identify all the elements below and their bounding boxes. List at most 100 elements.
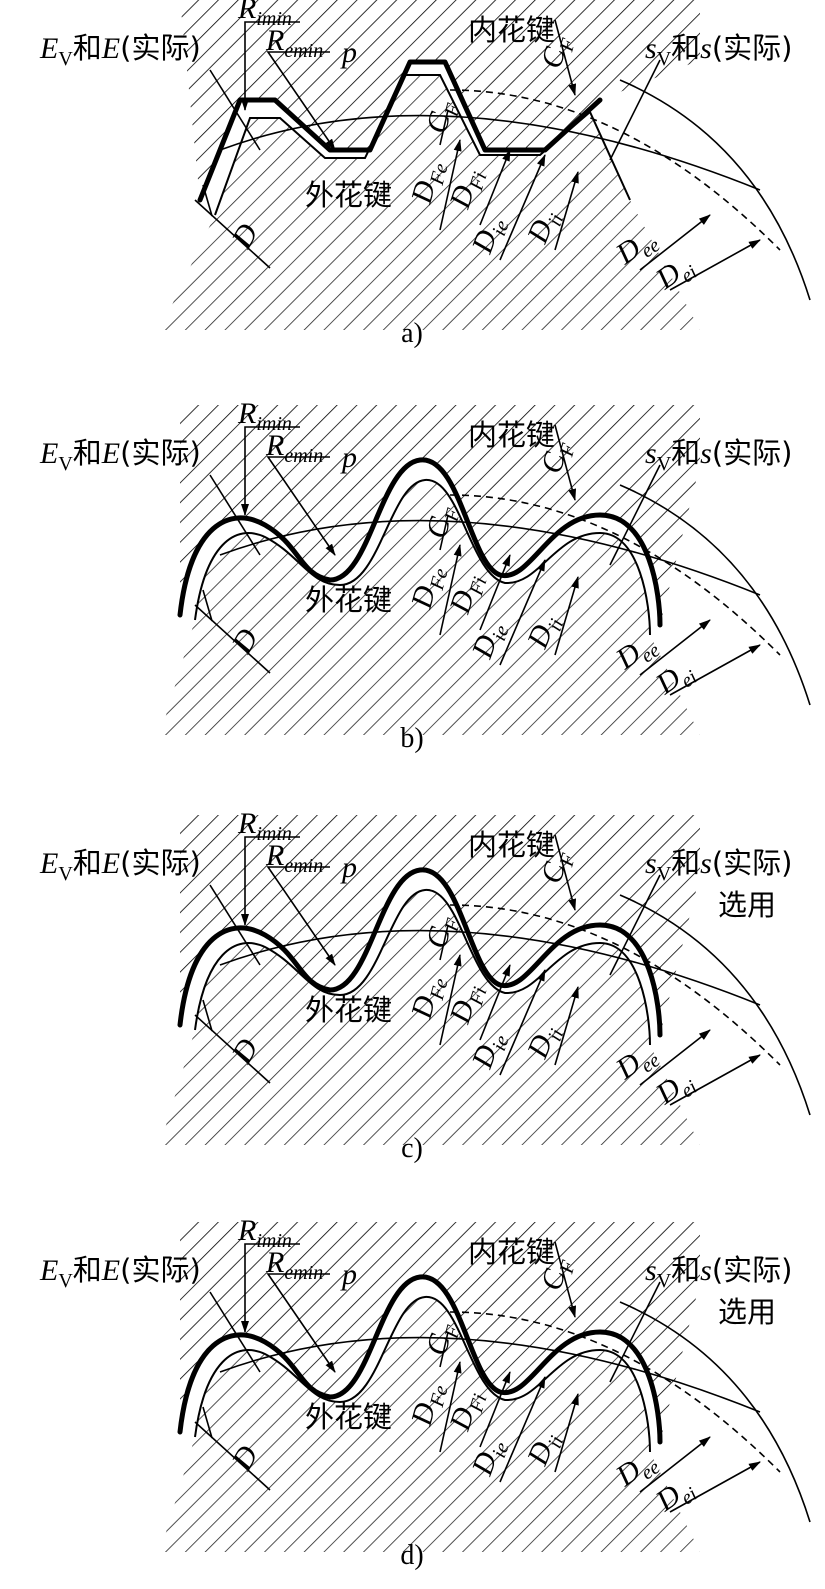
d-ei-leader	[669, 1054, 761, 1106]
sv-leader	[609, 1281, 661, 1383]
external-spline-hatch	[160, 1296, 700, 1552]
r-emin-label: Remin	[265, 24, 323, 62]
external-spline-profile	[214, 74, 631, 216]
panel-caption: c)	[401, 1133, 423, 1164]
internal-spline-profile	[177, 1274, 663, 1445]
pitch-p-label: p	[340, 1258, 357, 1291]
outer-circle-arc	[619, 79, 811, 301]
pitch-p-label: p	[340, 851, 357, 884]
cf-top-leader	[554, 1241, 577, 1318]
pitch-circle-arc	[219, 114, 761, 191]
r-imin-leader	[241, 1243, 300, 1333]
ev-leader	[209, 884, 261, 966]
d-ei-leader	[669, 239, 761, 291]
d-ee-leader	[639, 1029, 711, 1086]
form-circle-arc	[449, 89, 781, 251]
r-emin-label: Remin	[265, 1246, 323, 1284]
cf-top-leader	[554, 834, 577, 911]
sv-leader	[609, 59, 661, 161]
d-dimension-line	[194, 1421, 271, 1491]
d-ii-leader	[554, 1393, 579, 1473]
outer-circle-arc	[619, 894, 811, 1116]
d-fi-leader	[479, 149, 511, 226]
pitch-p-label: p	[340, 36, 357, 69]
d-ie-leader	[499, 969, 546, 1076]
d-ei-leader	[669, 1461, 761, 1513]
d-fe-leader	[439, 139, 462, 231]
ev-leader	[209, 474, 261, 556]
d-fe-leader	[439, 544, 462, 636]
d-ii-leader	[554, 986, 579, 1066]
outer-circle-arc	[619, 484, 811, 706]
d-fe-leader	[439, 954, 462, 1046]
external-spline-hatch	[160, 75, 700, 330]
internal-spline-label: 内花键	[468, 828, 555, 862]
r-emin-leader	[266, 51, 336, 151]
cf-inner-leader	[439, 514, 449, 551]
form-circle-arc	[449, 1311, 781, 1473]
selected-label: 选用	[718, 888, 776, 922]
d-dimension-line	[194, 1014, 271, 1084]
r-imin-label: Rimin	[237, 1214, 292, 1252]
external-spline-hatch	[160, 479, 700, 735]
d-ii-leader	[554, 576, 579, 656]
internal-spline-profile	[177, 867, 663, 1038]
panel-caption: a)	[401, 318, 423, 349]
internal-spline-profile	[177, 457, 663, 628]
ev-e-actual-label: EV和E(实际)	[39, 436, 201, 475]
d-ie-leader	[499, 559, 546, 666]
r-imin-leader	[241, 836, 300, 926]
external-spline-profile	[194, 888, 651, 1046]
d-ee-leader	[639, 619, 711, 676]
internal-spline-label: 内花键	[468, 418, 555, 452]
d-tick	[202, 1406, 213, 1439]
r-imin-leader	[241, 426, 300, 516]
panel-caption: d)	[400, 1540, 423, 1571]
d-tick	[202, 589, 213, 622]
r-emin-leader	[266, 1273, 336, 1373]
ev-leader	[209, 69, 261, 151]
d-ee-leader	[639, 1436, 711, 1493]
pitch-circle-arc	[219, 1336, 761, 1413]
d-fi-leader	[479, 1371, 511, 1448]
internal-spline-hatch	[180, 0, 700, 200]
pitch-p-label: p	[340, 441, 357, 474]
sv-s-actual-label: sV和s(实际)	[645, 31, 792, 70]
r-imin-label: Rimin	[237, 807, 292, 845]
d-dimension-line	[194, 604, 271, 674]
ev-e-actual-label: EV和E(实际)	[39, 31, 201, 70]
panel-caption: b)	[400, 723, 423, 754]
form-circle-arc	[449, 904, 781, 1066]
selected-label: 选用	[718, 1295, 776, 1329]
sv-leader	[609, 874, 661, 976]
external-spline-profile	[194, 1295, 651, 1453]
r-emin-label: Remin	[265, 429, 323, 467]
external-spline-label: 外花键	[305, 583, 392, 617]
external-spline-hatch	[160, 889, 700, 1145]
pitch-circle-arc	[219, 929, 761, 1006]
cf-inner-leader	[439, 109, 449, 146]
d-tick	[202, 999, 213, 1032]
ev-e-actual-label: EV和E(实际)	[39, 1253, 201, 1292]
r-emin-leader	[266, 456, 336, 556]
r-imin-label: Rimin	[237, 397, 292, 435]
d-tick	[202, 184, 213, 217]
ev-e-actual-label: EV和E(实际)	[39, 846, 201, 885]
sv-leader	[609, 464, 661, 566]
d-ei-leader	[669, 644, 761, 696]
sv-s-actual-label: sV和s(实际)	[645, 1253, 792, 1292]
ev-leader	[209, 1291, 261, 1373]
internal-spline-label: 内花键	[468, 13, 555, 47]
r-emin-label: Remin	[265, 839, 323, 877]
d-fi-leader	[479, 554, 511, 631]
d-fi-leader	[479, 964, 511, 1041]
r-imin-label: Rimin	[237, 0, 292, 30]
external-spline-label: 外花键	[305, 993, 392, 1027]
d-ee-leader	[639, 214, 711, 271]
external-spline-label: 外花键	[305, 178, 392, 212]
external-spline-label: 外花键	[305, 1400, 392, 1434]
